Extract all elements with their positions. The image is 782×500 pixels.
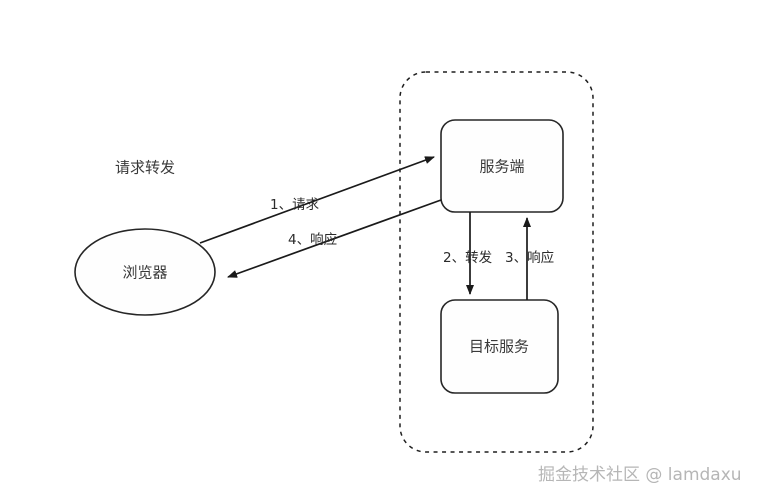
node-browser[interactable] (74, 228, 216, 316)
node-target-service-label: 目标服务 (469, 338, 529, 356)
node-server-label: 服务端 (479, 158, 524, 176)
node-target-service[interactable] (440, 299, 559, 394)
node-browser-label: 浏览器 (122, 264, 167, 282)
diagram-title: 请求转发 (115, 159, 175, 177)
server-zone-boundary (399, 71, 594, 453)
watermark: 掘金技术社区 @ lamdaxu (538, 465, 742, 485)
edge-forward-label: 2、转发 (443, 250, 493, 266)
edge-request-label: 1、请求 (270, 197, 320, 213)
edge-response-line (227, 199, 442, 278)
edge-reply-label: 3、响应 (505, 249, 554, 266)
edge-response-label: 4、响应 (288, 231, 337, 248)
node-server[interactable] (440, 119, 564, 213)
edge-request-line (199, 156, 435, 244)
